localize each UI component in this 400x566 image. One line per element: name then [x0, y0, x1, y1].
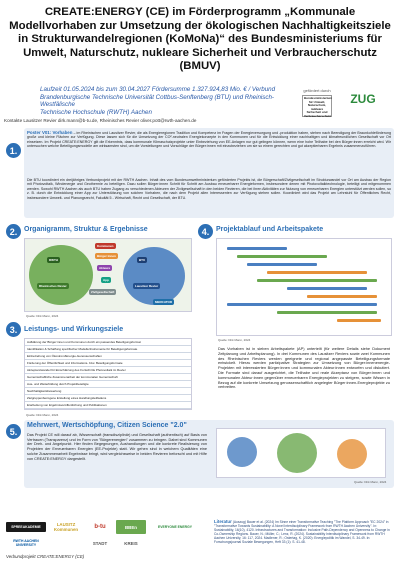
label-zivilgesellschaft: Zivilgesellschaft: [89, 289, 117, 295]
figure-circle: [277, 433, 317, 473]
section-4-heading: Projektablauf und Arbeitspakete: [216, 226, 324, 233]
section-5-figure: [216, 428, 386, 478]
section-5-heading: Mehrwert, Wertschöpfung, Citizen Science…: [27, 422, 187, 429]
section-4-source: Quelle: Dirk Mann, 2024: [218, 338, 251, 342]
poster-title: CREATE:ENERGY (CE) im Förderprogramm „Ko…: [9, 6, 391, 73]
gantt-bar: [337, 319, 381, 322]
gantt-bar: [307, 295, 377, 298]
goal-row: Einbeziehung von Ökostrom/Energie-Genoss…: [25, 353, 191, 360]
footer-caption: Verbundprojekt CREATE:ENERGY (CE): [6, 554, 85, 559]
gantt-bar: [257, 279, 377, 282]
gantt-bar: [237, 255, 327, 258]
funded-by-label: gefördert durch: [303, 88, 331, 93]
gantt-bar: [287, 287, 367, 290]
zug-logo: ZUG: [350, 92, 376, 106]
section-3-badge: 3.: [6, 322, 21, 337]
label-rwth: RWTH: [47, 257, 60, 263]
section-3-source: Quelle: Dirk Mann, 2024: [26, 413, 59, 417]
section-1-badge: 1.: [6, 143, 21, 158]
label-akteure: Akteure: [97, 265, 113, 271]
label-app: App: [101, 277, 111, 283]
goals-table: Aufklärung der Bürger:innen und Kommunen…: [24, 338, 192, 410]
label-mercator: MERCATOR: [153, 299, 175, 305]
footer-logo: SPREEAKADEMIE: [6, 522, 46, 532]
goal-row: Aufklärung der Bürger:innen und Kommunen…: [25, 339, 191, 346]
footer-logo: RWTH AACHEN UNIVERSITY: [13, 539, 39, 547]
label-lausitz: Lausitzer Revier: [133, 283, 161, 289]
section-5-badge: 5.: [6, 424, 21, 439]
goal-row: Gemeinschaftliche Zusammenarbeit der kom…: [25, 374, 191, 381]
gantt-chart: [216, 238, 392, 336]
section-4-text: Das Vorhaben ist in sieben Arbeitspakete…: [218, 346, 390, 390]
literature-text: (Auszug) Bauer et al. (2024) Im Sinne ei…: [214, 520, 390, 545]
footer-logo: LAUSITZ Kommunen: [53, 522, 79, 532]
goal-row: Akzeptanzwandel für Einschätzung des For…: [25, 367, 191, 374]
contact-line: Kontakte Lausitzer Revier dirk.mann@b-tu…: [4, 118, 197, 123]
figure-circle: [337, 439, 367, 469]
section-1-paragraph: – im Rheinischen und Lausitzer Revier, d…: [27, 131, 391, 149]
section-2-source: Quelle: Dirk Mann, 2024: [26, 314, 59, 318]
gantt-bar: [227, 303, 377, 306]
footer-logo: STADT: [92, 540, 108, 546]
section-4-badge: 4.: [198, 224, 213, 239]
section-5-num: 5.: [9, 426, 18, 437]
section-2-badge: 2.: [6, 224, 21, 239]
gantt-bar: [227, 247, 287, 250]
section-1-panel: Poster V01: Vorhaben – im Rheinischen un…: [24, 128, 394, 218]
project-info-line2: Brandenburgische Technische Universität …: [40, 93, 274, 109]
gantt-bar: [267, 271, 367, 274]
literature: Literatur (Auszug) Bauer et al. (2024) I…: [214, 519, 396, 545]
section-1-text-2: Die BTU koordiniert ein dreijähriges Ver…: [27, 178, 391, 200]
project-info-line1: Laufzeit 01.05.2024 bis zum 30.04.2027 F…: [40, 86, 276, 93]
section-4-text-panel: Das Vorhaben ist in sieben Arbeitspakete…: [216, 345, 392, 413]
label-kommunen: Kommunen: [95, 243, 116, 249]
lausitz-region-shape: [123, 247, 185, 305]
figure-circle: [227, 437, 257, 467]
section-1-lead: Poster V01: Vorhaben: [27, 130, 73, 135]
section-5-panel: Mehrwert, Wertschöpfung, Citizen Science…: [24, 420, 394, 488]
project-info-line3: Technische Hochschule (RWTH) Aachen: [40, 108, 152, 116]
label-buerger: Bürger:innen: [95, 253, 118, 259]
rheinisches-region-shape: [29, 245, 93, 305]
goal-row: Erarbeitung von Ergebnisveröffentlichung…: [25, 402, 191, 409]
section-2-heading: Organigramm, Struktur & Ergebnisse: [24, 226, 148, 233]
section-1-num: 1.: [9, 145, 18, 156]
goal-row: Förderung der Öffentlichkeit und Informa…: [25, 360, 191, 367]
literature-heading: Literatur: [214, 519, 232, 524]
footer-logo: b-tu: [94, 524, 106, 530]
gantt-bar: [247, 263, 317, 266]
label-btu: BTU: [137, 257, 148, 263]
section-5-source: Quelle: Dirk Mann, 2024: [354, 480, 387, 484]
bmuv-logo: Bundesministerium für Umwelt, Naturschut…: [302, 95, 333, 118]
section-4-num: 4.: [201, 226, 210, 237]
section-3-num: 3.: [9, 324, 18, 335]
footer: SPREEAKADEMIE LAUSITZ Kommunen b-tu BBEn…: [0, 518, 400, 566]
goal-row: Zielgruppenbezogene Erstellung eines Han…: [25, 395, 191, 402]
section-5-text: Das Projekt CE will darauf ab, Wissensch…: [27, 433, 207, 461]
goal-row: Identifikation & Schaffung spezifischer …: [25, 346, 191, 353]
section-1-text: Poster V01: Vorhaben – im Rheinischen un…: [27, 130, 391, 149]
funding-logos: gefördert durch Bundesministerium für Um…: [302, 88, 394, 122]
footer-logo: KREIS: [124, 540, 138, 546]
section-2-num: 2.: [9, 226, 18, 237]
organigram-diagram: Rheinisches Revier Lausitzer Revier BTU …: [24, 238, 192, 312]
footer-logo: BBEn: [116, 520, 146, 534]
goal-row: Nachhaltigkeitsbewertung: [25, 388, 191, 395]
footer-logo: EVERYONE ENERGY: [158, 525, 192, 529]
gantt-bar: [277, 311, 377, 314]
section-3-heading: Leistungs- und Wirkungsziele: [24, 326, 124, 333]
label-rheinisches: Rheinisches Revier: [37, 283, 69, 289]
goal-row: Aus- und Weiterbildung durch Projektbete…: [25, 381, 191, 388]
project-info: Laufzeit 01.05.2024 bis zum 30.04.2027 F…: [40, 86, 290, 116]
